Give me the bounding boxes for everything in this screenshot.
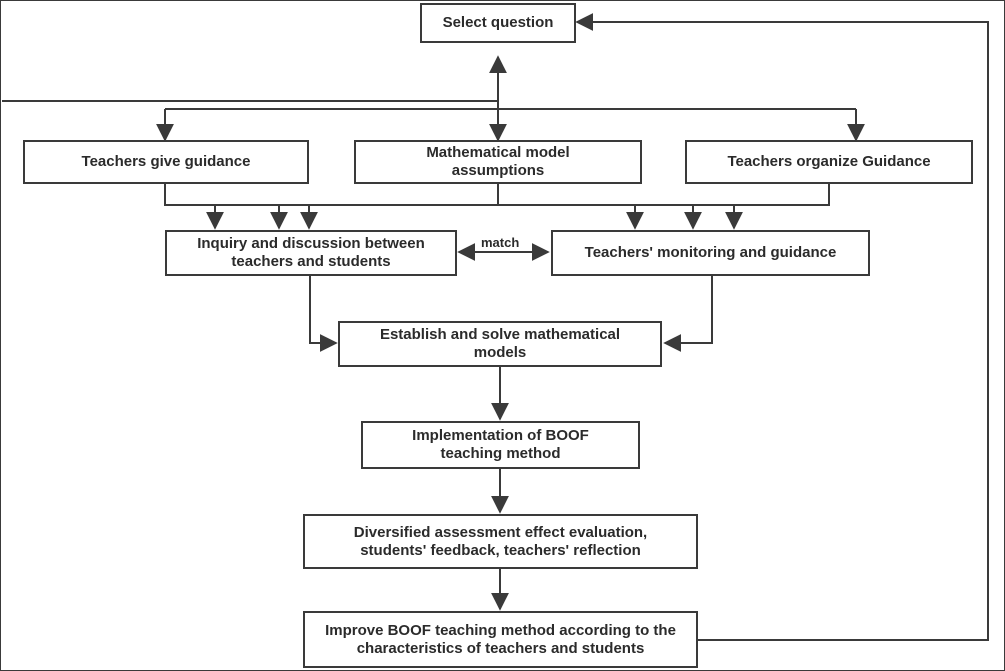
diversified-assessment-text: Diversified assessment effect evaluation… bbox=[353, 523, 648, 559]
teachers-give-guidance-text: Teachers give guidance bbox=[81, 153, 251, 170]
left-collector bbox=[164, 184, 499, 206]
establish-solve-text: Establish and solve mathematical models bbox=[379, 326, 621, 361]
teachers-organize-guidance-text: Teachers organize Guidance bbox=[727, 153, 931, 170]
match-label: match bbox=[481, 234, 519, 252]
right-collector bbox=[497, 184, 830, 206]
establish-solve-box: Establish and solve mathematical models bbox=[338, 321, 662, 367]
select-question-box: Select question bbox=[420, 3, 576, 43]
inquiry-discussion-box: Inquiry and discussion between teachers … bbox=[165, 230, 457, 276]
match-label-text: match bbox=[481, 235, 520, 250]
improve-boof-text: Improve BOOF teaching method according t… bbox=[325, 621, 676, 657]
teachers-monitoring-text: Teachers' monitoring and guidance bbox=[584, 244, 837, 261]
teachers-give-guidance-box: Teachers give guidance bbox=[23, 140, 309, 184]
arrow-inquiry-to-establish bbox=[309, 276, 338, 352]
select-question-text: Select question bbox=[442, 14, 554, 31]
teachers-organize-guidance-box: Teachers organize Guidance bbox=[685, 140, 973, 184]
improve-boof-box: Improve BOOF teaching method according t… bbox=[303, 611, 698, 668]
inquiry-discussion-text: Inquiry and discussion between teachers … bbox=[197, 235, 425, 270]
math-model-assumptions-text: Mathematical model assumptions bbox=[426, 144, 570, 179]
diversified-assessment-box: Diversified assessment effect evaluation… bbox=[303, 514, 698, 569]
implementation-boof-box: Implementation of BOOF teaching method bbox=[361, 421, 640, 469]
arrow-monitoring-to-establish bbox=[663, 276, 713, 352]
math-model-assumptions-box: Mathematical model assumptions bbox=[354, 140, 642, 184]
feedback-line bbox=[575, 13, 989, 641]
teachers-monitoring-box: Teachers' monitoring and guidance bbox=[551, 230, 870, 276]
implementation-boof-text: Implementation of BOOF teaching method bbox=[412, 427, 589, 462]
